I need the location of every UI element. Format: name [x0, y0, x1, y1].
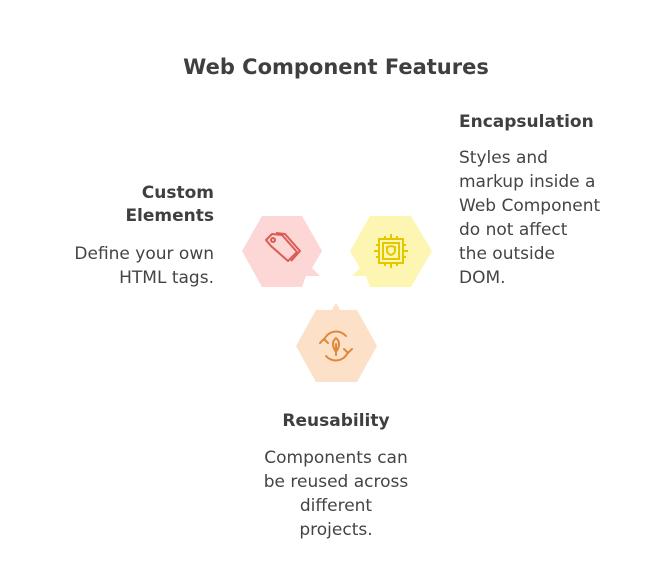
- description-line: be reused across: [263, 472, 409, 492]
- encapsulation-hexagon: [350, 216, 432, 287]
- description-line: do not affect: [459, 220, 568, 240]
- description-line: Define your own: [74, 244, 214, 264]
- recycle-leaf-icon: [319, 330, 353, 362]
- description-line: DOM.: [459, 268, 506, 288]
- diagram-title: Web Component Features: [183, 55, 489, 79]
- custom-elements-hexagon: [242, 216, 322, 287]
- description-line: Web Component: [459, 196, 601, 216]
- heading-line: Elements: [125, 206, 214, 226]
- description-line: projects.: [299, 520, 373, 540]
- reusability-description: Components can be reused across differen…: [0, 446, 672, 542]
- description-line: different: [299, 496, 373, 516]
- chip-shield-icon: [374, 234, 408, 268]
- reusability-hexagon: [296, 303, 377, 382]
- encapsulation-heading: Encapsulation: [459, 112, 594, 132]
- heading-line: Custom: [141, 183, 214, 203]
- description-line: HTML tags.: [119, 268, 214, 288]
- encapsulation-description: Styles and markup inside a Web Component…: [459, 146, 600, 290]
- description-line: Styles and: [459, 148, 548, 168]
- description-line: markup inside a: [459, 172, 596, 192]
- custom-elements-heading: Custom Elements: [125, 182, 214, 228]
- custom-elements-description: Define your own HTML tags.: [74, 242, 214, 290]
- description-line: Components can: [264, 448, 408, 468]
- tag-icon: [265, 232, 301, 262]
- description-line: the outside: [459, 244, 555, 264]
- reusability-heading: Reusability: [282, 411, 390, 431]
